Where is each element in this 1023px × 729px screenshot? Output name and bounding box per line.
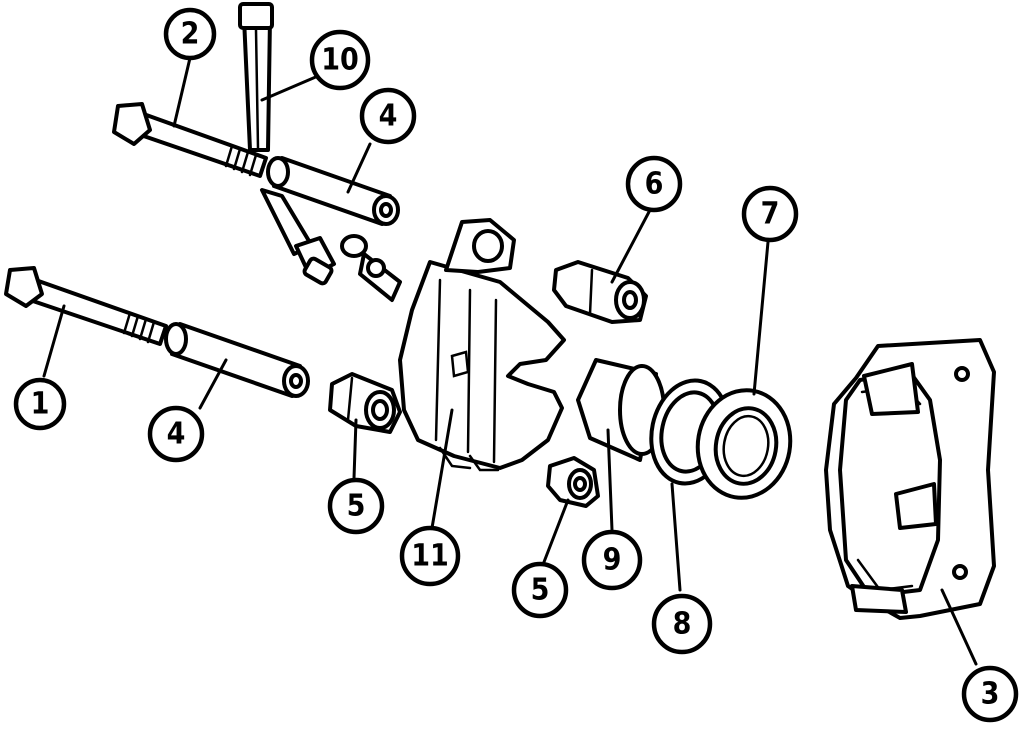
callout-label: 7 — [761, 197, 780, 232]
callout-4a: 4 — [359, 87, 417, 145]
callout-label: 4 — [379, 99, 398, 134]
callout-label: 9 — [603, 543, 622, 578]
guide-bolt-lower — [4, 266, 168, 346]
callout-label: 1 — [31, 387, 50, 422]
callout-1: 1 — [13, 377, 67, 431]
callout-9: 9 — [581, 529, 643, 591]
guide-sleeve-lower — [164, 322, 310, 398]
guide-pin-boot-left — [328, 372, 402, 434]
caliper-bracket — [824, 338, 996, 620]
callout-10: 10 — [309, 29, 371, 91]
callout-5a: 5 — [327, 477, 385, 535]
callout-7: 7 — [741, 185, 799, 243]
guide-pin-boot-right — [546, 456, 600, 508]
piston-boot-bush — [552, 260, 648, 324]
callout-3: 3 — [961, 665, 1019, 723]
callout-8: 8 — [651, 593, 713, 655]
callout-label: 3 — [981, 677, 1000, 712]
callout-label: 2 — [181, 17, 200, 52]
callout-2: 2 — [163, 7, 217, 61]
callout-5b: 5 — [511, 561, 569, 619]
callout-label: 5 — [347, 489, 366, 524]
callout-label: 11 — [411, 539, 449, 574]
callout-label: 10 — [321, 43, 359, 78]
caliper-body — [398, 218, 566, 472]
callout-label: 8 — [673, 607, 692, 642]
leader-lines — [42, 56, 978, 666]
guide-bolt-upper — [112, 102, 268, 178]
callout-11: 11 — [399, 525, 461, 587]
callout-label: 6 — [645, 167, 664, 202]
callout-label: 4 — [167, 417, 186, 452]
callout-4b: 4 — [147, 405, 205, 463]
brake-hose — [238, 2, 336, 286]
callout-label: 5 — [531, 573, 550, 608]
bleed-screw — [340, 234, 402, 302]
callout-6: 6 — [625, 155, 683, 213]
guide-sleeve-upper — [266, 156, 400, 226]
